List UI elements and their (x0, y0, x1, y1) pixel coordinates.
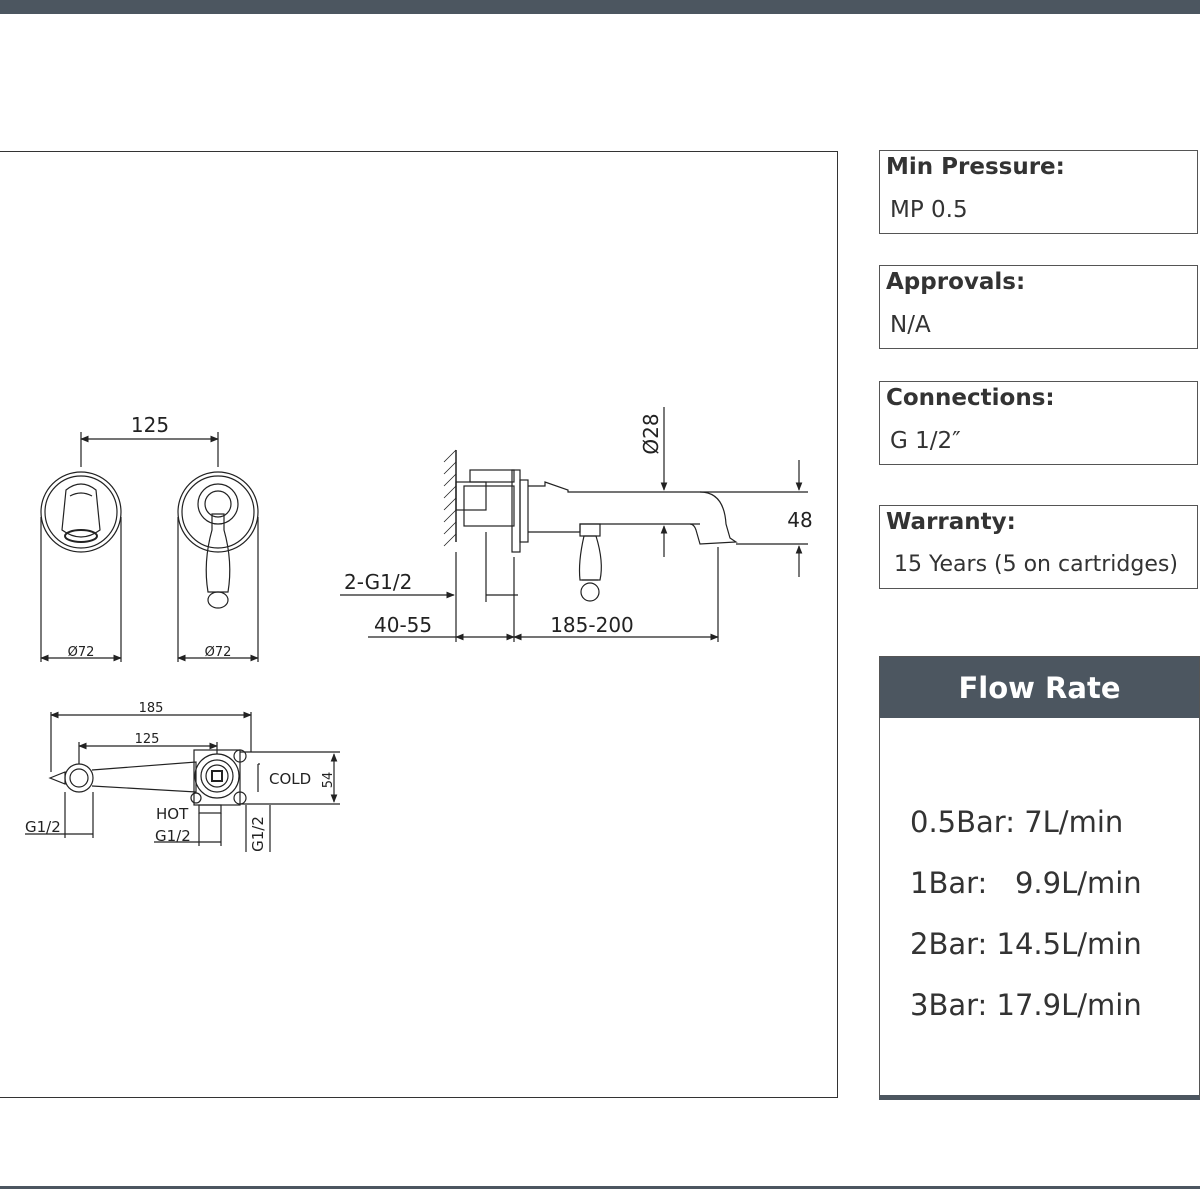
dim-connection: 2-G1/2 (344, 570, 412, 594)
flow-rate-item: 2Bar: 14.5L/min (910, 927, 1142, 961)
spec-approvals: Approvals: N/A (879, 265, 1198, 349)
bottom-divider (0, 1186, 1200, 1189)
dim-inlet-hot: G1/2 (25, 818, 61, 836)
spec-label: Connections: (886, 385, 1055, 411)
dim-body-height: 54 (321, 772, 336, 789)
dim-spout-plate-dia: Ø72 (68, 645, 95, 660)
flow-rate-panel: Flow Rate 0.5Bar: 7L/min 1Bar: 9.9L/min … (879, 656, 1200, 1100)
spec-warranty: Warranty: 15 Years (5 on cartridges) (879, 505, 1198, 589)
spec-value: N/A (890, 312, 931, 338)
dim-spout-pipe: Ø28 (639, 413, 663, 454)
dim-inlet-cold: G1/2 (155, 827, 191, 845)
spec-connections: Connections: G 1/2″ (879, 381, 1198, 465)
dim-wall-depth: 40-55 (374, 613, 432, 637)
flow-rate-title: Flow Rate (880, 657, 1199, 718)
spec-label: Min Pressure: (886, 154, 1065, 180)
technical-drawing-frame: 125 Ø72 Ø72 2-G1/2 40-55 185-200 Ø28 48 … (0, 151, 838, 1098)
lever-plate-front (177, 471, 259, 609)
spec-value: MP 0.5 (890, 197, 968, 223)
spec-label: Approvals: (886, 269, 1026, 295)
dim-lever-plate-dia: Ø72 (205, 645, 232, 660)
spec-label: Warranty: (886, 509, 1016, 535)
top-header-bar (0, 0, 1200, 14)
dim-inlet-spacing: 125 (135, 732, 160, 747)
dim-inlet-vertical: G1/2 (249, 816, 267, 852)
flow-rate-list: 0.5Bar: 7L/min 1Bar: 9.9L/min 2Bar: 14.5… (910, 805, 1142, 1049)
side-view-mixer (443, 449, 738, 602)
spec-min-pressure: Min Pressure: MP 0.5 (879, 150, 1198, 234)
spec-value: 15 Years (5 on cartridges) (894, 552, 1178, 577)
flow-rate-item: 0.5Bar: 7L/min (910, 805, 1124, 839)
dim-body-length: 185 (139, 701, 164, 716)
technical-drawing: 125 Ø72 Ø72 2-G1/2 40-55 185-200 Ø28 48 … (25, 407, 813, 852)
dim-spout-height: 48 (787, 508, 812, 532)
flow-rate-item: 1Bar: 9.9L/min (910, 866, 1142, 900)
label-cold: COLD (269, 770, 311, 788)
dim-front-width: 125 (131, 413, 169, 437)
flow-rate-item: 3Bar: 17.9L/min (910, 988, 1142, 1022)
dim-projection: 185-200 (550, 613, 634, 637)
spec-value: G 1/2″ (890, 428, 961, 454)
spout-plate-front (40, 471, 122, 553)
label-hot: HOT (156, 805, 189, 823)
